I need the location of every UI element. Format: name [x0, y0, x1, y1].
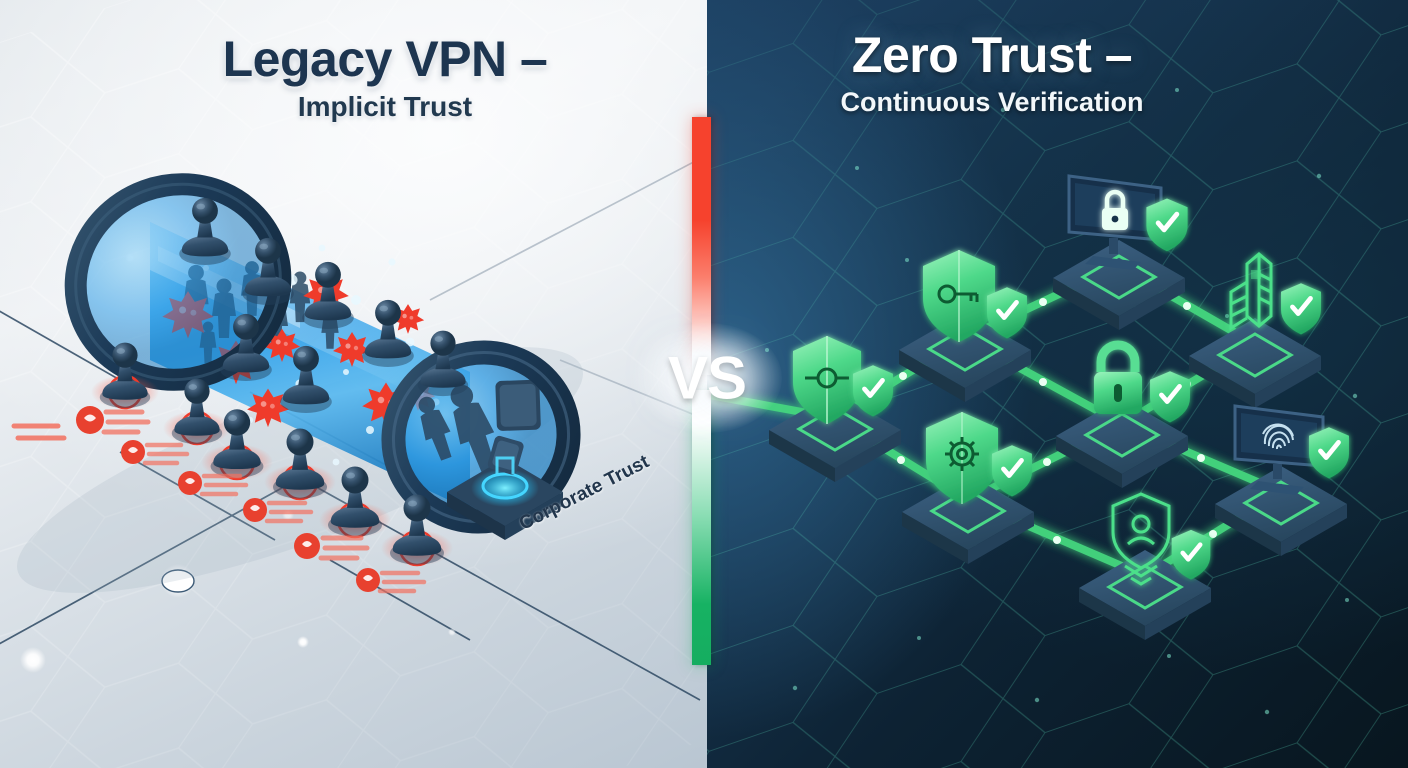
zero-trust-title: Zero Trust – Continuous Verification [752, 30, 1232, 118]
legacy-vpn-title: Legacy VPN – Implicit Trust [150, 34, 620, 123]
zero-trust-title-line2: Continuous Verification [840, 87, 1144, 117]
legacy-vpn-title-line1: Legacy VPN – [222, 31, 548, 87]
zero-trust-network [707, 0, 1408, 768]
divider-gradient-green [692, 390, 711, 665]
divider-gradient-red [692, 117, 711, 375]
vpn-tunnel-illustration [11, 173, 583, 594]
vs-badge: VS [667, 344, 747, 412]
legacy-vpn-title-line2: Implicit Trust [297, 91, 473, 122]
legacy-vpn-panel: Corporate Trust [0, 0, 707, 768]
zero-trust-panel [707, 0, 1408, 768]
zero-trust-title-line1: Zero Trust – [851, 27, 1133, 83]
